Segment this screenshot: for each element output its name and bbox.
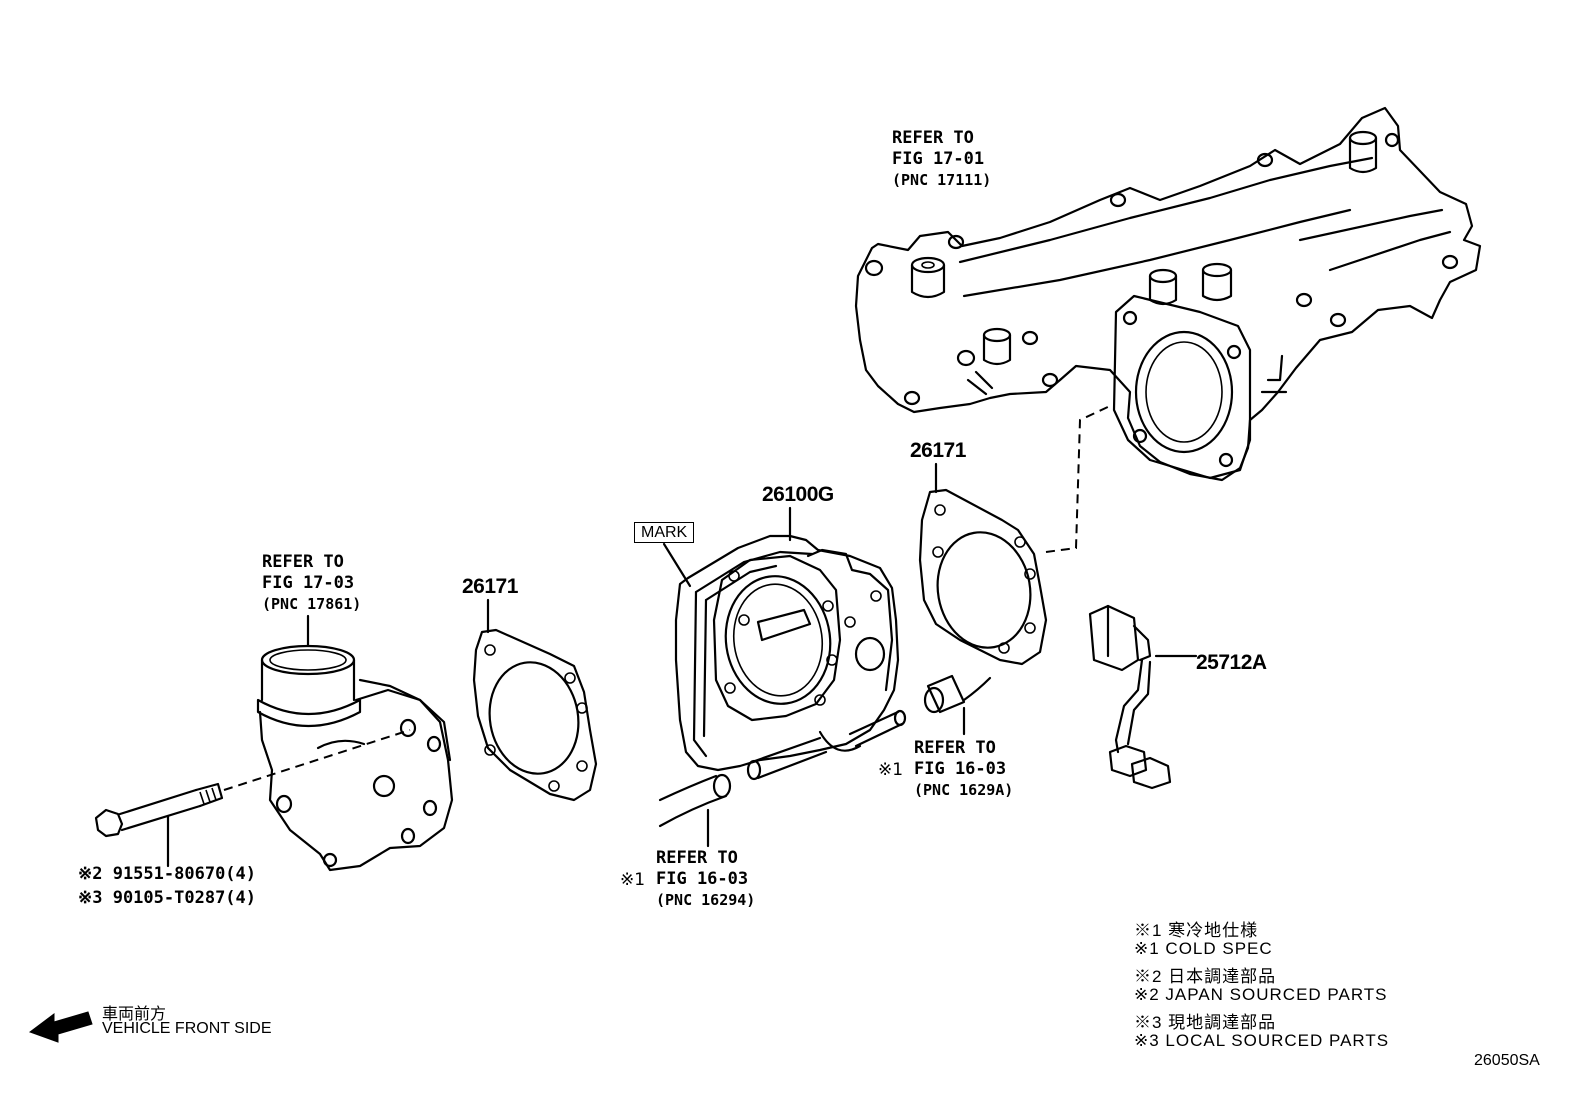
leader-mark bbox=[662, 542, 692, 588]
figure-id: 26050SA bbox=[1474, 1052, 1540, 1069]
refer-hose-right-mark: ※1 bbox=[878, 760, 904, 780]
refer-manifold-line2: FIG 17-01 bbox=[892, 149, 985, 169]
refer-hose-right-line2: FIG 16-03 bbox=[914, 759, 1007, 779]
legend-line-5: ※3 現地調達部品 bbox=[1134, 1013, 1277, 1032]
legend-line-1: ※1 寒冷地仕様 bbox=[1134, 921, 1259, 940]
refer-inlet-line2: FIG 17-03 bbox=[262, 573, 355, 593]
refer-inlet-line3: (PNC 17861) bbox=[262, 595, 362, 613]
part-number-gasket-left[interactable]: 26171 bbox=[462, 575, 518, 598]
legend-line-2: ※1 COLD SPEC bbox=[1134, 939, 1273, 958]
front-direction-arrow bbox=[28, 1011, 93, 1043]
refer-hose-left-label[interactable]: REFER TO FIG 16-03 (PNC 16294) bbox=[656, 848, 755, 911]
refer-manifold-label[interactable]: REFER TO FIG 17-01 (PNC 17111) bbox=[892, 128, 991, 191]
legend-line-4: ※2 JAPAN SOURCED PARTS bbox=[1134, 985, 1388, 1004]
refer-inlet-line1: REFER TO bbox=[262, 552, 344, 572]
air-inlet bbox=[256, 644, 454, 872]
alignment-line-bolt bbox=[223, 729, 411, 791]
gasket-left bbox=[472, 628, 598, 802]
refer-hose-left-mark: ※1 bbox=[620, 870, 646, 890]
mark-box: MARK bbox=[634, 522, 695, 543]
bolt-part-number-2[interactable]: ※3 90105-T0287(4) bbox=[78, 888, 257, 908]
bolt-part-number-1[interactable]: ※2 91551-80670(4) bbox=[78, 864, 257, 884]
legend-line-6: ※3 LOCAL SOURCED PARTS bbox=[1134, 1031, 1390, 1050]
alignment-line-manifold bbox=[1045, 405, 1111, 553]
gasket-right bbox=[918, 488, 1048, 666]
refer-hose-right-line3: (PNC 1629A) bbox=[914, 781, 1014, 799]
bolt bbox=[94, 782, 224, 868]
part-number-gasket-right[interactable]: 26171 bbox=[910, 439, 966, 462]
refer-hose-right-label[interactable]: REFER TO FIG 16-03 (PNC 1629A) bbox=[914, 738, 1013, 801]
legend-line-3: ※2 日本調達部品 bbox=[1134, 967, 1277, 986]
sensor-harness bbox=[1088, 604, 1198, 790]
throttle-body bbox=[674, 534, 907, 781]
refer-manifold-line3: (PNC 17111) bbox=[892, 171, 992, 189]
refer-hose-right-line1: REFER TO bbox=[914, 738, 996, 758]
refer-manifold-line1: REFER TO bbox=[892, 128, 974, 148]
front-direction-jp: 車両前方 bbox=[102, 1006, 167, 1023]
hose-left bbox=[658, 773, 732, 848]
hose-right bbox=[923, 674, 992, 736]
part-number-throttle-body[interactable]: 26100G bbox=[762, 483, 834, 506]
refer-inlet-label[interactable]: REFER TO FIG 17-03 (PNC 17861) bbox=[262, 552, 361, 615]
refer-hose-left-line3: (PNC 16294) bbox=[656, 891, 756, 909]
part-number-sensor-harness[interactable]: 25712A bbox=[1196, 651, 1267, 674]
refer-hose-left-line1: REFER TO bbox=[656, 848, 738, 868]
front-direction-en: VEHICLE FRONT SIDE bbox=[102, 1020, 272, 1037]
intake-manifold bbox=[854, 106, 1482, 482]
refer-hose-left-line2: FIG 16-03 bbox=[656, 869, 749, 889]
